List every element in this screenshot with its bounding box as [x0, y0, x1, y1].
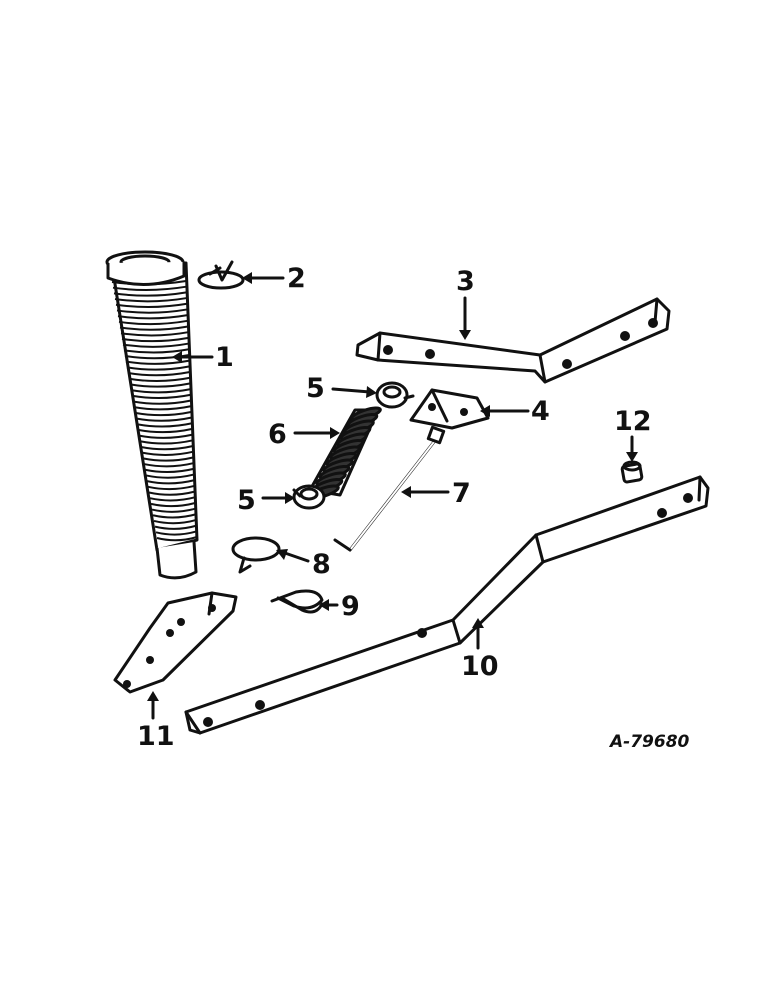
tube-rib — [138, 433, 193, 439]
callout-2: 2 — [287, 263, 306, 294]
callout-labels: 1 2 3 4 5 5 6 7 8 9 10 11 12 — [137, 263, 652, 752]
tube-rib — [131, 393, 192, 400]
tube-rib — [141, 450, 194, 456]
tube-rib — [136, 422, 193, 428]
part-2-clip — [197, 260, 245, 290]
leader-lines — [147, 272, 638, 720]
callout-6: 6 — [268, 419, 287, 450]
tube-rib — [129, 382, 191, 388]
callout-3: 3 — [456, 266, 475, 297]
tube-rib — [118, 319, 188, 326]
tube-rib — [145, 473, 195, 479]
tube-rib — [148, 490, 196, 496]
callout-9: 9 — [341, 591, 360, 622]
callout-12: 12 — [614, 406, 652, 437]
tube-rib — [149, 496, 196, 502]
tube-rib — [122, 342, 189, 348]
tube-rib — [137, 427, 193, 434]
part-4-angle-bracket — [409, 388, 490, 430]
part-3-bracket — [355, 297, 671, 384]
tube-rib — [155, 530, 198, 536]
callout-1: 1 — [215, 342, 234, 373]
tube-rib — [119, 325, 189, 331]
part-9-hairpin — [270, 589, 324, 614]
tube-rib — [150, 501, 196, 508]
callout-8: 8 — [312, 549, 331, 580]
tube-rib — [132, 399, 192, 405]
part-1-seed-tube — [105, 250, 199, 580]
tube-rib — [130, 388, 191, 394]
tube-rib — [128, 376, 191, 382]
tube-rib — [134, 410, 192, 417]
tube-rib — [146, 479, 195, 485]
tube-rib — [120, 331, 189, 337]
tube-rib — [126, 365, 190, 371]
part-8-ring-clip — [231, 536, 281, 574]
part-10-long-bar — [184, 475, 710, 735]
tube-rib — [133, 405, 192, 411]
tube-rib — [144, 467, 195, 473]
callout-5-lower: 5 — [237, 485, 256, 516]
tube-rib — [112, 285, 187, 291]
tube-rib — [123, 348, 190, 354]
tube-rib — [152, 513, 197, 519]
part-12-bushing — [620, 460, 644, 484]
tube-rib — [140, 445, 194, 451]
tube-rib — [153, 518, 197, 525]
tube-rib — [114, 297, 187, 303]
tube-rib — [116, 308, 188, 314]
callout-10: 10 — [461, 651, 499, 682]
callout-11: 11 — [137, 721, 175, 752]
part-5-cap-upper — [375, 381, 415, 409]
callout-7: 7 — [452, 478, 471, 509]
tube-rib — [135, 416, 193, 422]
tube-rib — [113, 291, 187, 297]
part-5-cap-lower — [292, 484, 326, 510]
callout-5-upper: 5 — [306, 373, 325, 404]
tube-rib — [147, 484, 196, 491]
tube-rib — [125, 359, 190, 365]
tube-rib — [121, 336, 189, 343]
tube-rib — [115, 302, 188, 309]
tube-rib — [143, 462, 195, 468]
tube-rib — [142, 456, 194, 462]
callout-4: 4 — [531, 396, 550, 427]
part-7-rod — [333, 425, 446, 552]
tube-rib — [151, 507, 197, 513]
reference-code: A-79680 — [608, 732, 690, 752]
part-6-spring — [308, 406, 382, 500]
tube-rib — [154, 524, 197, 530]
tube-rib — [139, 439, 194, 445]
tube-rib — [127, 371, 191, 377]
tube-rib — [117, 314, 188, 320]
tube-rib — [156, 536, 198, 542]
part-11-plate — [113, 591, 238, 694]
